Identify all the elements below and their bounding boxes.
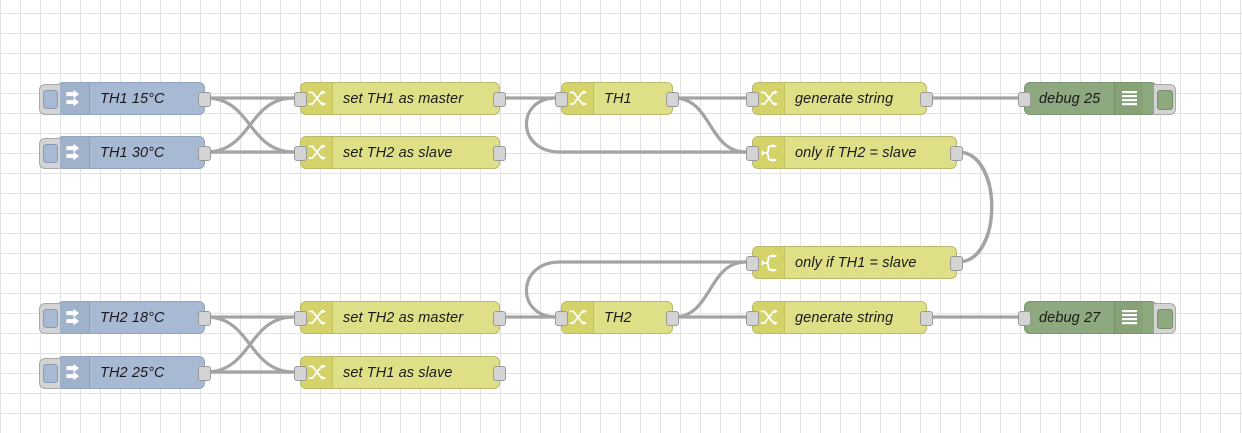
change-node-set-th2-as-slave[interactable]: set TH2 as slave	[294, 136, 506, 169]
change-swap-icon	[301, 357, 333, 388]
change-node-generate-string-top[interactable]: generate string	[746, 82, 933, 115]
change-node-set-th2-as-master[interactable]: set TH2 as master	[294, 301, 506, 334]
wire-junction-th2-to-switch-th1-slave	[672, 260, 748, 319]
switch-node-only-if-th1-slave[interactable]: only if TH1 = slave	[746, 246, 963, 279]
input-port[interactable]	[555, 92, 568, 107]
input-port[interactable]	[294, 146, 307, 161]
change-node-th1[interactable]: TH1	[555, 82, 679, 115]
change-swap-icon	[301, 137, 333, 168]
node-label: generate string	[795, 90, 894, 107]
debug-enable-toggle-25[interactable]	[1154, 84, 1176, 115]
inject-trigger-button-th1-15[interactable]	[39, 84, 60, 115]
input-port[interactable]	[1018, 311, 1031, 326]
node-label: TH2 25°C	[100, 364, 165, 381]
inject-node-th2-18[interactable]: TH2 18°C	[39, 301, 211, 334]
wire-switch-th1-slave-to-junction-th1	[524, 96, 994, 264]
input-port[interactable]	[555, 311, 568, 326]
output-port[interactable]	[493, 311, 506, 326]
inject-node-th1-30[interactable]: TH1 30°C	[39, 136, 211, 169]
change-node-generate-string-bottom[interactable]: generate string	[746, 301, 933, 334]
inject-trigger-button-th2-25[interactable]	[39, 358, 60, 389]
input-port[interactable]	[294, 92, 307, 107]
output-port[interactable]	[920, 311, 933, 326]
input-port[interactable]	[294, 311, 307, 326]
output-port[interactable]	[198, 311, 211, 326]
node-label: TH1 30°C	[100, 144, 165, 161]
node-label: debug 27	[1039, 309, 1101, 326]
inject-node-th2-25[interactable]: TH2 25°C	[39, 356, 211, 389]
wire-inject-th2-25-to-set-th2-master	[204, 315, 296, 374]
input-port[interactable]	[746, 146, 759, 161]
inject-arrow-icon	[58, 357, 90, 388]
node-label: TH1 15°C	[100, 90, 165, 107]
output-port[interactable]	[950, 256, 963, 271]
wire-inject-th1-30-to-set-th1-master	[204, 96, 296, 154]
change-node-set-th1-as-slave[interactable]: set TH1 as slave	[294, 356, 506, 389]
output-port[interactable]	[493, 146, 506, 161]
inject-arrow-icon	[58, 83, 90, 114]
inject-arrow-icon	[58, 302, 90, 333]
input-port[interactable]	[746, 311, 759, 326]
debug-node-25[interactable]: debug 25	[1018, 82, 1176, 115]
input-port[interactable]	[294, 366, 307, 381]
wire-switch-th2-slave-to-junction-th2	[524, 150, 994, 319]
debug-enable-toggle-27[interactable]	[1154, 303, 1176, 334]
node-label: set TH2 as slave	[343, 144, 453, 161]
input-port[interactable]	[746, 92, 759, 107]
output-port[interactable]	[950, 146, 963, 161]
node-label: TH2 18°C	[100, 309, 165, 326]
node-label: debug 25	[1039, 90, 1101, 107]
output-port[interactable]	[920, 92, 933, 107]
node-label: only if TH1 = slave	[795, 254, 917, 271]
output-port[interactable]	[493, 92, 506, 107]
node-label: only if TH2 = slave	[795, 144, 917, 161]
node-label: set TH1 as master	[343, 90, 464, 107]
input-port[interactable]	[746, 256, 759, 271]
debug-lines-icon	[1114, 83, 1144, 114]
output-port[interactable]	[666, 92, 679, 107]
output-port[interactable]	[666, 311, 679, 326]
node-label: set TH1 as slave	[343, 364, 453, 381]
node-label: generate string	[795, 309, 894, 326]
inject-trigger-button-th2-18[interactable]	[39, 303, 60, 334]
debug-lines-icon	[1114, 302, 1144, 333]
inject-node-th1-15[interactable]: TH1 15°C	[39, 82, 211, 115]
inject-arrow-icon	[58, 137, 90, 168]
change-node-set-th1-as-master[interactable]: set TH1 as master	[294, 82, 506, 115]
output-port[interactable]	[198, 92, 211, 107]
wire-inject-th1-15-to-set-th2-slave	[204, 96, 296, 154]
wire-inject-th2-18-to-set-th1-slave	[204, 315, 296, 374]
output-port[interactable]	[493, 366, 506, 381]
node-label: TH1	[604, 90, 632, 107]
wire-junction-th1-to-switch-th2-slave	[672, 96, 748, 154]
debug-node-27[interactable]: debug 27	[1018, 301, 1176, 334]
node-label: set TH2 as master	[343, 309, 464, 326]
node-label: TH2	[604, 309, 632, 326]
change-swap-icon	[301, 83, 333, 114]
output-port[interactable]	[198, 366, 211, 381]
change-node-th2[interactable]: TH2	[555, 301, 679, 334]
input-port[interactable]	[1018, 92, 1031, 107]
inject-trigger-button-th1-30[interactable]	[39, 138, 60, 169]
output-port[interactable]	[198, 146, 211, 161]
switch-node-only-if-th2-slave[interactable]: only if TH2 = slave	[746, 136, 963, 169]
